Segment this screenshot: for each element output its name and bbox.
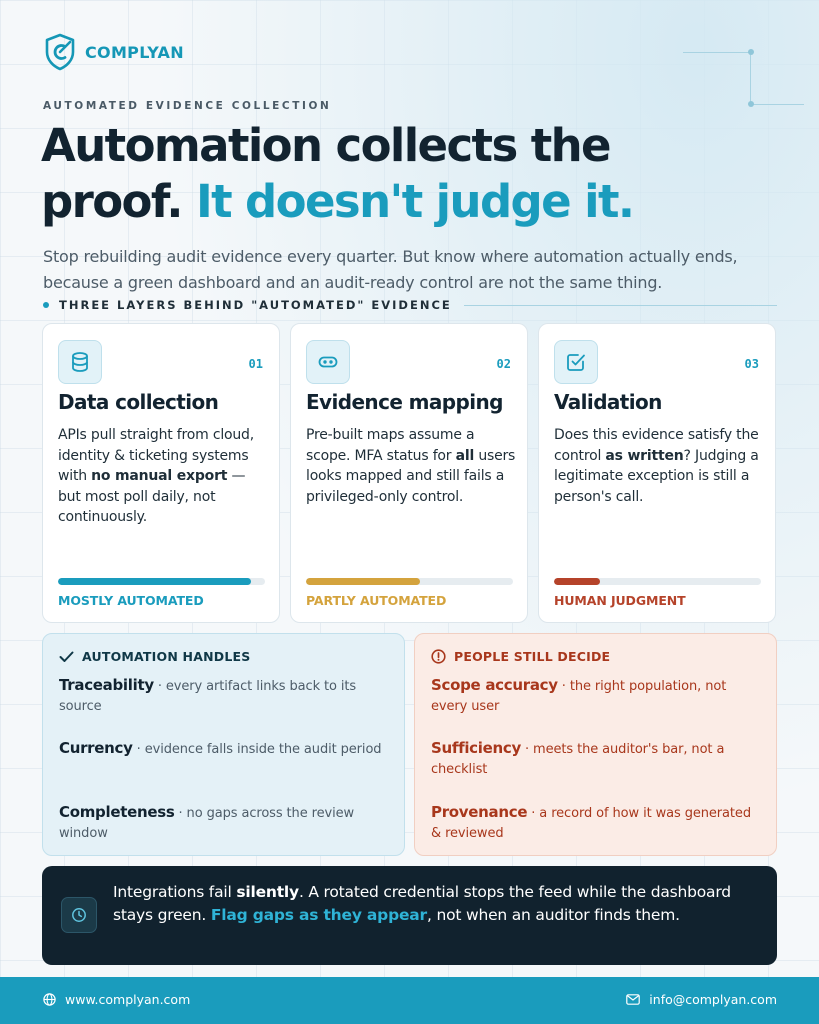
panel-heading: AUTOMATION HANDLES <box>59 649 250 664</box>
headline-line-1: Automation collects the <box>41 119 612 172</box>
decorative-dot <box>748 49 754 55</box>
panel-item-desc: · the right population, not every user <box>431 679 727 714</box>
automation-level-bar <box>306 578 513 585</box>
panel-item-desc: · every artifact links back to its sourc… <box>59 679 357 714</box>
panel-item: Currency · evidence falls inside the aud… <box>59 738 389 760</box>
panel-item-key: Currency <box>59 739 133 757</box>
footer-bar: www.complyan.com info@complyan.com <box>0 977 819 1024</box>
card-title: Validation <box>554 390 662 414</box>
page-headline: Automation collects the proof. It doesn'… <box>41 118 781 230</box>
layer-card-evidence-mapping: 02 Evidence mapping Pre-built maps assum… <box>290 323 528 623</box>
card-body-text: APIs pull straight from cloud, identity … <box>58 427 254 484</box>
decorative-dot <box>748 101 754 107</box>
alert-icon <box>431 649 446 664</box>
panel-item: Completeness · no gaps across the review… <box>59 802 389 844</box>
panel-item: Scope accuracy · the right population, n… <box>431 675 761 717</box>
panel-item-desc: · evidence falls inside the audit period <box>132 742 382 757</box>
callout-emphasis: silently <box>236 883 299 901</box>
database-icon <box>58 340 102 384</box>
automation-level-fill <box>58 578 251 585</box>
shield-logo-icon <box>45 33 75 71</box>
clock-icon <box>61 897 97 933</box>
panel-item-desc: · a record of how it was generated & rev… <box>431 806 751 841</box>
card-number: 03 <box>744 357 759 371</box>
automation-handles-panel: AUTOMATION HANDLES Traceability · every … <box>42 633 405 856</box>
page-subhead: Stop rebuilding audit evidence every qua… <box>43 247 738 292</box>
panel-item-key: Sufficiency <box>431 739 521 757</box>
globe-icon <box>43 993 56 1006</box>
callout-text-part: Integrations fail <box>113 883 237 901</box>
automation-level-fill <box>554 578 600 585</box>
layer-card-validation: 03 Validation Does this evidence satisfy… <box>538 323 776 623</box>
card-title: Data collection <box>58 390 219 414</box>
card-body-text: Does this evidence satisfy the control <box>554 427 759 464</box>
card-number: 02 <box>496 357 511 371</box>
callout-text-part: , not when an auditor finds them. <box>427 906 680 924</box>
email-text: info@complyan.com <box>649 992 777 1007</box>
eyebrow-label: AUTOMATED EVIDENCE COLLECTION <box>43 100 332 112</box>
card-body: Does this evidence satisfy the control a… <box>554 425 766 507</box>
headline-line-2: proof. It doesn't judge it. <box>41 174 781 230</box>
section-rule <box>463 304 777 306</box>
decorative-line <box>750 104 804 105</box>
panel-item-key: Traceability <box>59 676 154 694</box>
panel-item-key: Completeness <box>59 803 175 821</box>
panel-item-key: Scope accuracy <box>431 676 558 694</box>
headline-accent: It doesn't judge it. <box>195 175 635 228</box>
card-body-text: ? Judging a legitimate exception is stil… <box>554 447 759 505</box>
panel-item: Traceability · every artifact links back… <box>59 675 389 717</box>
warning-callout: Integrations fail silently. A rotated cr… <box>42 866 777 965</box>
headline-plain: proof. <box>41 175 183 228</box>
panel-item-desc: · meets the auditor's bar, not a checkli… <box>431 742 725 777</box>
panel-heading-text: AUTOMATION HANDLES <box>82 649 251 664</box>
automation-level-label: PARTLY AUTOMATED <box>306 593 447 608</box>
website-link[interactable]: www.complyan.com <box>43 992 190 1007</box>
decorative-line <box>750 52 751 105</box>
callout-highlight: Flag gaps as they appear <box>210 906 427 924</box>
email-link[interactable]: info@complyan.com <box>626 992 777 1007</box>
layer-card-data-collection: 01 Data collection APIs pull straight fr… <box>42 323 280 623</box>
panel-heading: PEOPLE STILL DECIDE <box>431 649 610 664</box>
automation-level-bar <box>58 578 265 585</box>
callout-text: Integrations fail silently. A rotated cr… <box>113 881 753 927</box>
card-body: APIs pull straight from cloud, identity … <box>58 425 270 528</box>
card-body-text: — but most poll daily, not continuously. <box>58 468 246 525</box>
checkbox-icon <box>554 340 598 384</box>
card-body-emphasis: as written <box>605 447 684 464</box>
section-dot <box>43 302 49 308</box>
panel-item-desc: · no gaps across the review window <box>59 806 355 841</box>
card-body-emphasis: all <box>455 447 475 464</box>
section-label-text: THREE LAYERS BEHIND "AUTOMATED" EVIDENCE <box>59 298 452 312</box>
link-icon <box>306 340 350 384</box>
panel-heading-text: PEOPLE STILL DECIDE <box>454 649 611 664</box>
brand-name: COMPLYAN <box>85 42 184 62</box>
card-title: Evidence mapping <box>306 390 503 414</box>
panel-item: Sufficiency · meets the auditor's bar, n… <box>431 738 761 780</box>
card-number: 01 <box>248 357 263 371</box>
panel-item-key: Provenance <box>431 803 528 821</box>
automation-level-bar <box>554 578 761 585</box>
automation-level-label: MOSTLY AUTOMATED <box>58 593 204 608</box>
people-decide-panel: PEOPLE STILL DECIDE Scope accuracy · the… <box>414 633 777 856</box>
section-label: THREE LAYERS BEHIND "AUTOMATED" EVIDENCE <box>43 297 777 313</box>
card-body: Pre-built maps assume a scope. MFA statu… <box>306 425 518 507</box>
card-body-text: users looks mapped and still fails a pri… <box>306 447 516 505</box>
panel-item: Provenance · a record of how it was gene… <box>431 802 761 844</box>
automation-level-label: HUMAN JUDGMENT <box>554 593 686 608</box>
card-body-text: Pre-built maps assume a scope. MFA statu… <box>306 427 475 464</box>
card-body-emphasis: no manual export <box>91 468 228 484</box>
check-icon <box>59 651 74 662</box>
decorative-line <box>683 52 751 53</box>
brand-logo[interactable]: COMPLYAN <box>44 33 184 71</box>
automation-level-fill <box>306 578 420 585</box>
callout-text-part: . A rotated credential stops the feed wh… <box>113 883 731 924</box>
mail-icon <box>626 994 641 1005</box>
website-text: www.complyan.com <box>65 992 191 1007</box>
